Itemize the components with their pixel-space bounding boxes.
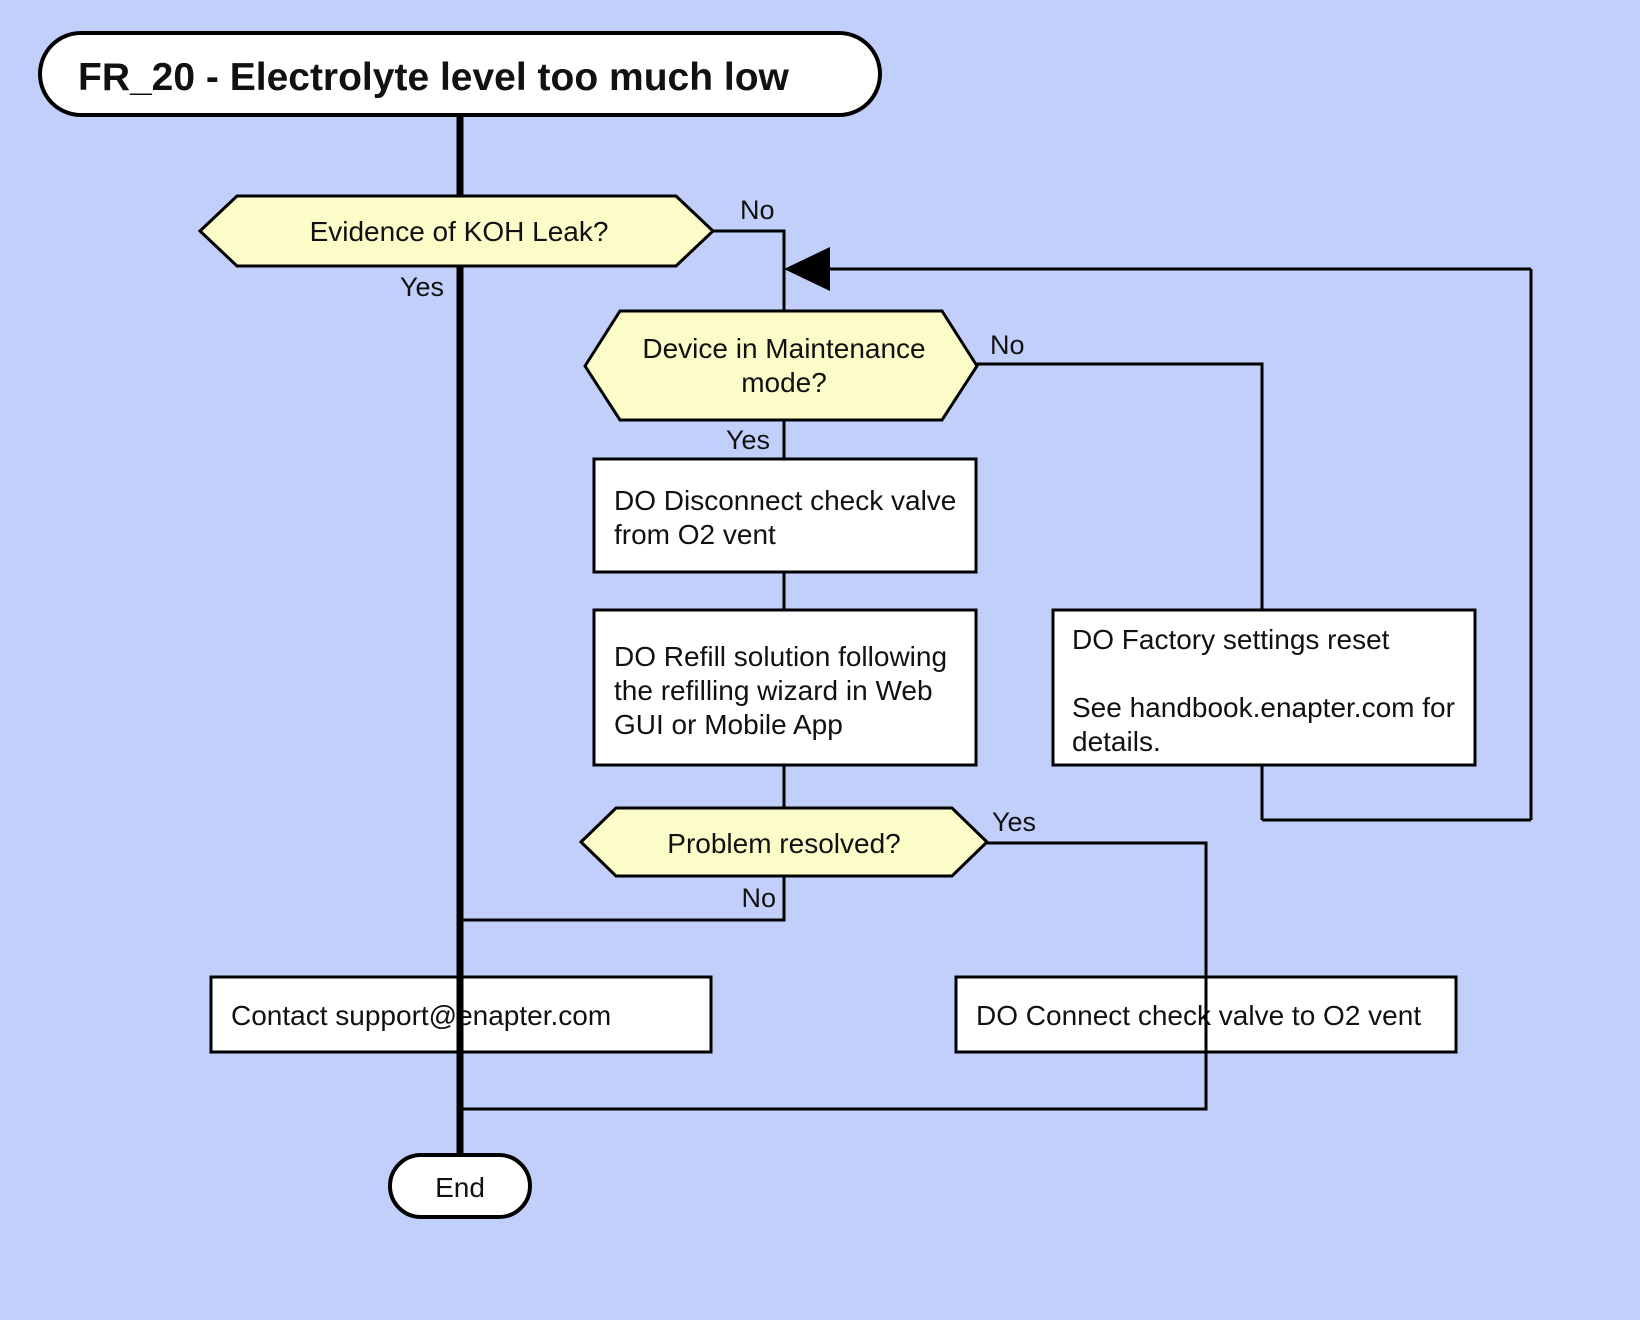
decision-maintenance-label-line1: Device in Maintenance [642,333,925,364]
edge-koh-no [713,229,786,313]
process-refill-line3: GUI or Mobile App [614,709,843,740]
end-label: End [435,1172,485,1203]
start-label: FR_20 - Electrolyte level too much low [78,56,790,99]
node-process-refill-solution[interactable] [592,608,978,767]
process-contact-label: Contact support@enapter.com [231,1000,611,1031]
edge-resolved-no [460,876,786,922]
decision-maintenance-label-line2: mode? [741,367,827,398]
arrowhead-return-loop [784,247,830,291]
edge-label-resolved-yes: Yes [992,807,1036,837]
node-process-disconnect-valve[interactable] [592,457,978,574]
process-refill-line2: the refilling wizard in Web [614,675,933,706]
process-factory-line3: details. [1072,726,1161,757]
node-end[interactable] [388,1153,532,1219]
node-start[interactable] [38,31,882,117]
edge-label-koh-yes: Yes [400,272,444,302]
process-disconnect-line1: DO Disconnect check valve [614,485,956,516]
process-connect-label: DO Connect check valve to O2 vent [976,1000,1421,1031]
edge-label-koh-no: No [740,195,775,225]
decision-koh-label: Evidence of KOH Leak? [310,216,609,247]
edge-label-maintenance-no: No [990,330,1025,360]
node-decision-problem-resolved[interactable] [578,806,990,878]
process-factory-line2: See handbook.enapter.com for [1072,692,1455,723]
node-decision-koh-leak[interactable] [197,194,716,268]
edge-label-resolved-no: No [741,883,776,913]
process-disconnect-line2: from O2 vent [614,519,776,550]
process-factory-line1: DO Factory settings reset [1072,624,1390,655]
decision-resolved-label: Problem resolved? [667,828,900,859]
node-process-factory-reset[interactable] [1051,608,1477,767]
edge-label-maintenance-yes: Yes [726,425,770,455]
node-decision-maintenance-mode[interactable] [583,309,979,422]
process-refill-line1: DO Refill solution following [614,641,947,672]
